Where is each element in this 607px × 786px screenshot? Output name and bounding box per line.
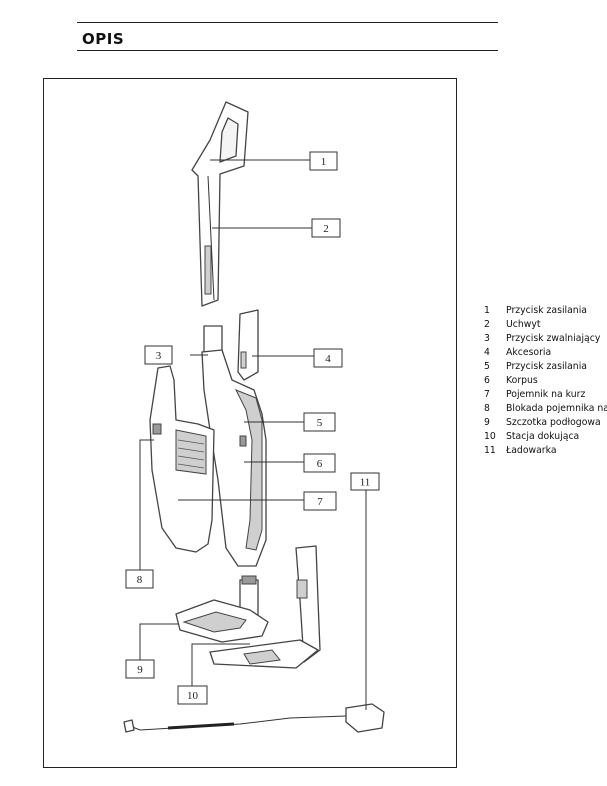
callout-10: 10 — [177, 685, 208, 705]
callout-8: 8 — [125, 569, 154, 589]
callout-2: 2 — [311, 218, 341, 238]
callout-9: 9 — [125, 659, 155, 679]
callout-5: 5 — [303, 412, 336, 432]
callout-7: 7 — [303, 491, 337, 511]
callout-11: 11 — [350, 472, 380, 491]
svg-text:2: 2 — [323, 223, 329, 235]
callout-1: 1 — [309, 151, 338, 171]
svg-text:8: 8 — [137, 574, 143, 586]
callout-3: 3 — [144, 345, 173, 365]
docking-station — [209, 545, 321, 669]
dust-container — [149, 365, 215, 553]
callout-4: 4 — [313, 348, 343, 368]
handle-assembly — [191, 101, 249, 307]
section-heading: OPIS — [82, 30, 125, 48]
svg-text:11: 11 — [360, 477, 371, 489]
svg-text:3: 3 — [156, 350, 162, 362]
main-body — [201, 325, 267, 567]
accessory-crevice-tool — [237, 309, 259, 381]
svg-text:4: 4 — [325, 353, 331, 365]
leader-lines — [139, 159, 367, 710]
svg-text:1: 1 — [321, 156, 327, 168]
svg-text:7: 7 — [317, 496, 323, 508]
svg-text:9: 9 — [137, 664, 143, 676]
svg-text:10: 10 — [187, 690, 199, 702]
floor-brush — [175, 575, 269, 643]
svg-text:5: 5 — [317, 417, 323, 429]
diagram-frame — [43, 78, 457, 768]
heading-underline — [77, 50, 498, 51]
callout-6: 6 — [303, 453, 336, 473]
charger-cable — [123, 703, 385, 733]
top-rule — [77, 22, 498, 23]
svg-text:6: 6 — [317, 458, 323, 470]
